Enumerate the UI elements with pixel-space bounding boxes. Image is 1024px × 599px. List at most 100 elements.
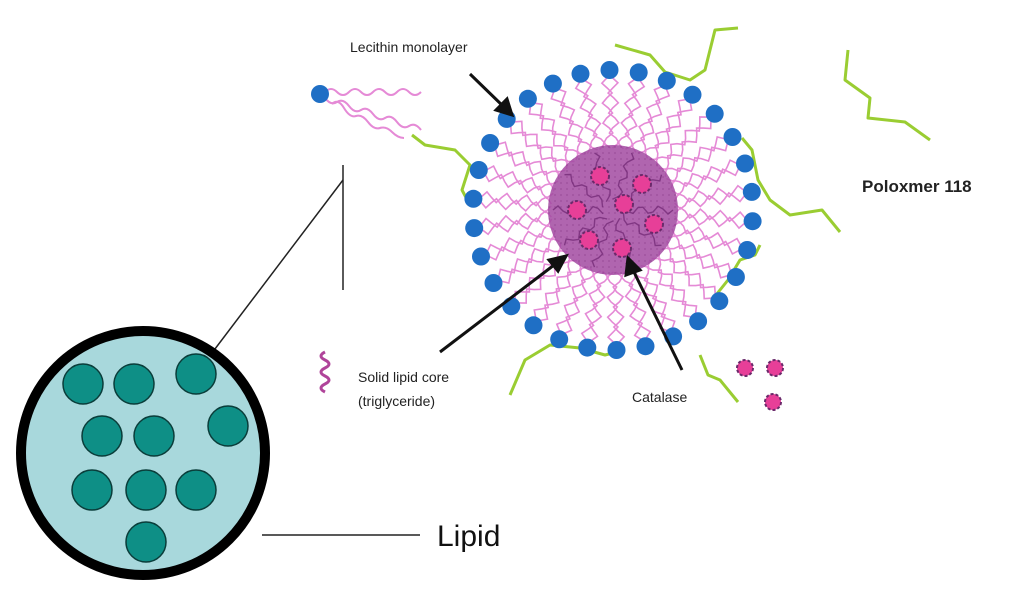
lipid-tail [555, 266, 589, 332]
catalase-particle [614, 194, 634, 214]
lecithin-head [481, 134, 500, 152]
lipid-tail [666, 143, 728, 183]
catalase-particle [764, 393, 782, 411]
lecithin-head [736, 154, 754, 173]
lipid-tail [600, 77, 614, 149]
lipid-tail [605, 271, 620, 343]
catalase-particle [567, 200, 587, 220]
lecithin-head [705, 104, 724, 123]
lecithin-head [657, 71, 676, 90]
lipid-tail [580, 270, 602, 340]
lipid-tail [501, 243, 562, 284]
lipid-tail [658, 121, 712, 171]
lipid-tails [480, 77, 746, 343]
lipid-tail [588, 270, 610, 341]
lipid-tail [655, 116, 707, 167]
lipid-tail [481, 190, 552, 207]
lipid-particle [125, 469, 167, 511]
free-lecithin-tail [324, 97, 422, 131]
lecithin-head [550, 330, 569, 349]
lipid-tail [667, 234, 732, 271]
lipid-tail [498, 141, 560, 180]
lipid-tail [486, 165, 555, 192]
lipid-tail [630, 86, 662, 153]
lipid-tail [612, 271, 626, 343]
lipid-tail [640, 264, 676, 329]
lipid-tail [660, 246, 716, 294]
free-lecithin-tail [331, 100, 405, 139]
lipid-tail [658, 251, 712, 300]
core-chain [622, 205, 674, 215]
lipid-tail [674, 191, 745, 210]
lecithin-head [743, 212, 762, 231]
lipid-tail [674, 206, 746, 223]
lipid-tail [633, 266, 668, 332]
lipid-tail [643, 98, 686, 159]
lecithin-head [464, 189, 483, 208]
lipid-tail [533, 259, 578, 318]
poloxamer-chains [411, 26, 931, 403]
lipid-tail [481, 210, 552, 229]
lipid-tail [666, 240, 728, 279]
lipid-label: Lipid [437, 520, 500, 553]
lipid-particle [71, 469, 113, 511]
triglyceride-legend-icon [319, 350, 331, 394]
lecithin-heads [464, 61, 762, 359]
catalase-arrow [630, 267, 684, 371]
lecithin-label: Lecithin monolayer [350, 39, 468, 55]
lipid-tail [620, 269, 644, 340]
lipid-tail [673, 184, 744, 203]
lipid-tail [558, 88, 593, 154]
pointer-arrows [439, 72, 684, 371]
catalase-particle [644, 214, 664, 234]
catalase-particle [766, 359, 784, 377]
lipid-tail [528, 106, 575, 163]
lipid-particle [125, 521, 167, 563]
core-chain [563, 216, 608, 246]
lipid-tail [672, 220, 742, 247]
lecithin-head [629, 63, 648, 82]
core-chain [591, 220, 614, 268]
free-lecithin-tail [324, 88, 422, 96]
lipid-tail [486, 224, 555, 252]
lecithin-head [636, 337, 655, 356]
free-catalase-group [736, 359, 784, 411]
core-chain [612, 152, 635, 200]
poloxamer-chain [698, 354, 740, 403]
lecithin-head [472, 247, 490, 266]
catalase-arrowhead [624, 254, 643, 278]
lipid-tail [646, 259, 691, 318]
lipid-tail [616, 79, 638, 150]
lipid-particle [207, 405, 249, 447]
lipid-tail [651, 257, 698, 314]
poloxamer-chain [614, 26, 739, 82]
lecithin-head [571, 64, 590, 83]
lecithin-head [683, 85, 702, 104]
lecithin-head [723, 128, 742, 146]
lipid-tail [550, 91, 586, 156]
lecithin-head [502, 297, 521, 316]
core-label-line1: Solid lipid core [358, 369, 449, 385]
lecithin-head [465, 219, 484, 238]
lecithin-head [742, 182, 761, 201]
lecithin-head [524, 316, 543, 335]
lecithin-head [710, 292, 729, 311]
lipid-tail [582, 80, 606, 151]
catalase-particle [612, 238, 632, 258]
lipid-particle [113, 363, 155, 405]
lipid-tail [489, 231, 556, 261]
catalase-particle [590, 166, 610, 186]
lecithin-head [484, 274, 503, 292]
catalase-label: Catalase [632, 389, 687, 405]
catalase-particle [736, 359, 754, 377]
core-arrow [439, 260, 559, 354]
lipid-tail [674, 213, 745, 230]
lecithin-head [607, 341, 626, 359]
lipid-particle [81, 415, 123, 457]
lecithin-head [689, 312, 708, 331]
lecithin-head [543, 74, 562, 93]
lipid-tail [564, 267, 596, 334]
zoom-connector-line [195, 179, 344, 375]
lipid-tail [510, 126, 566, 174]
